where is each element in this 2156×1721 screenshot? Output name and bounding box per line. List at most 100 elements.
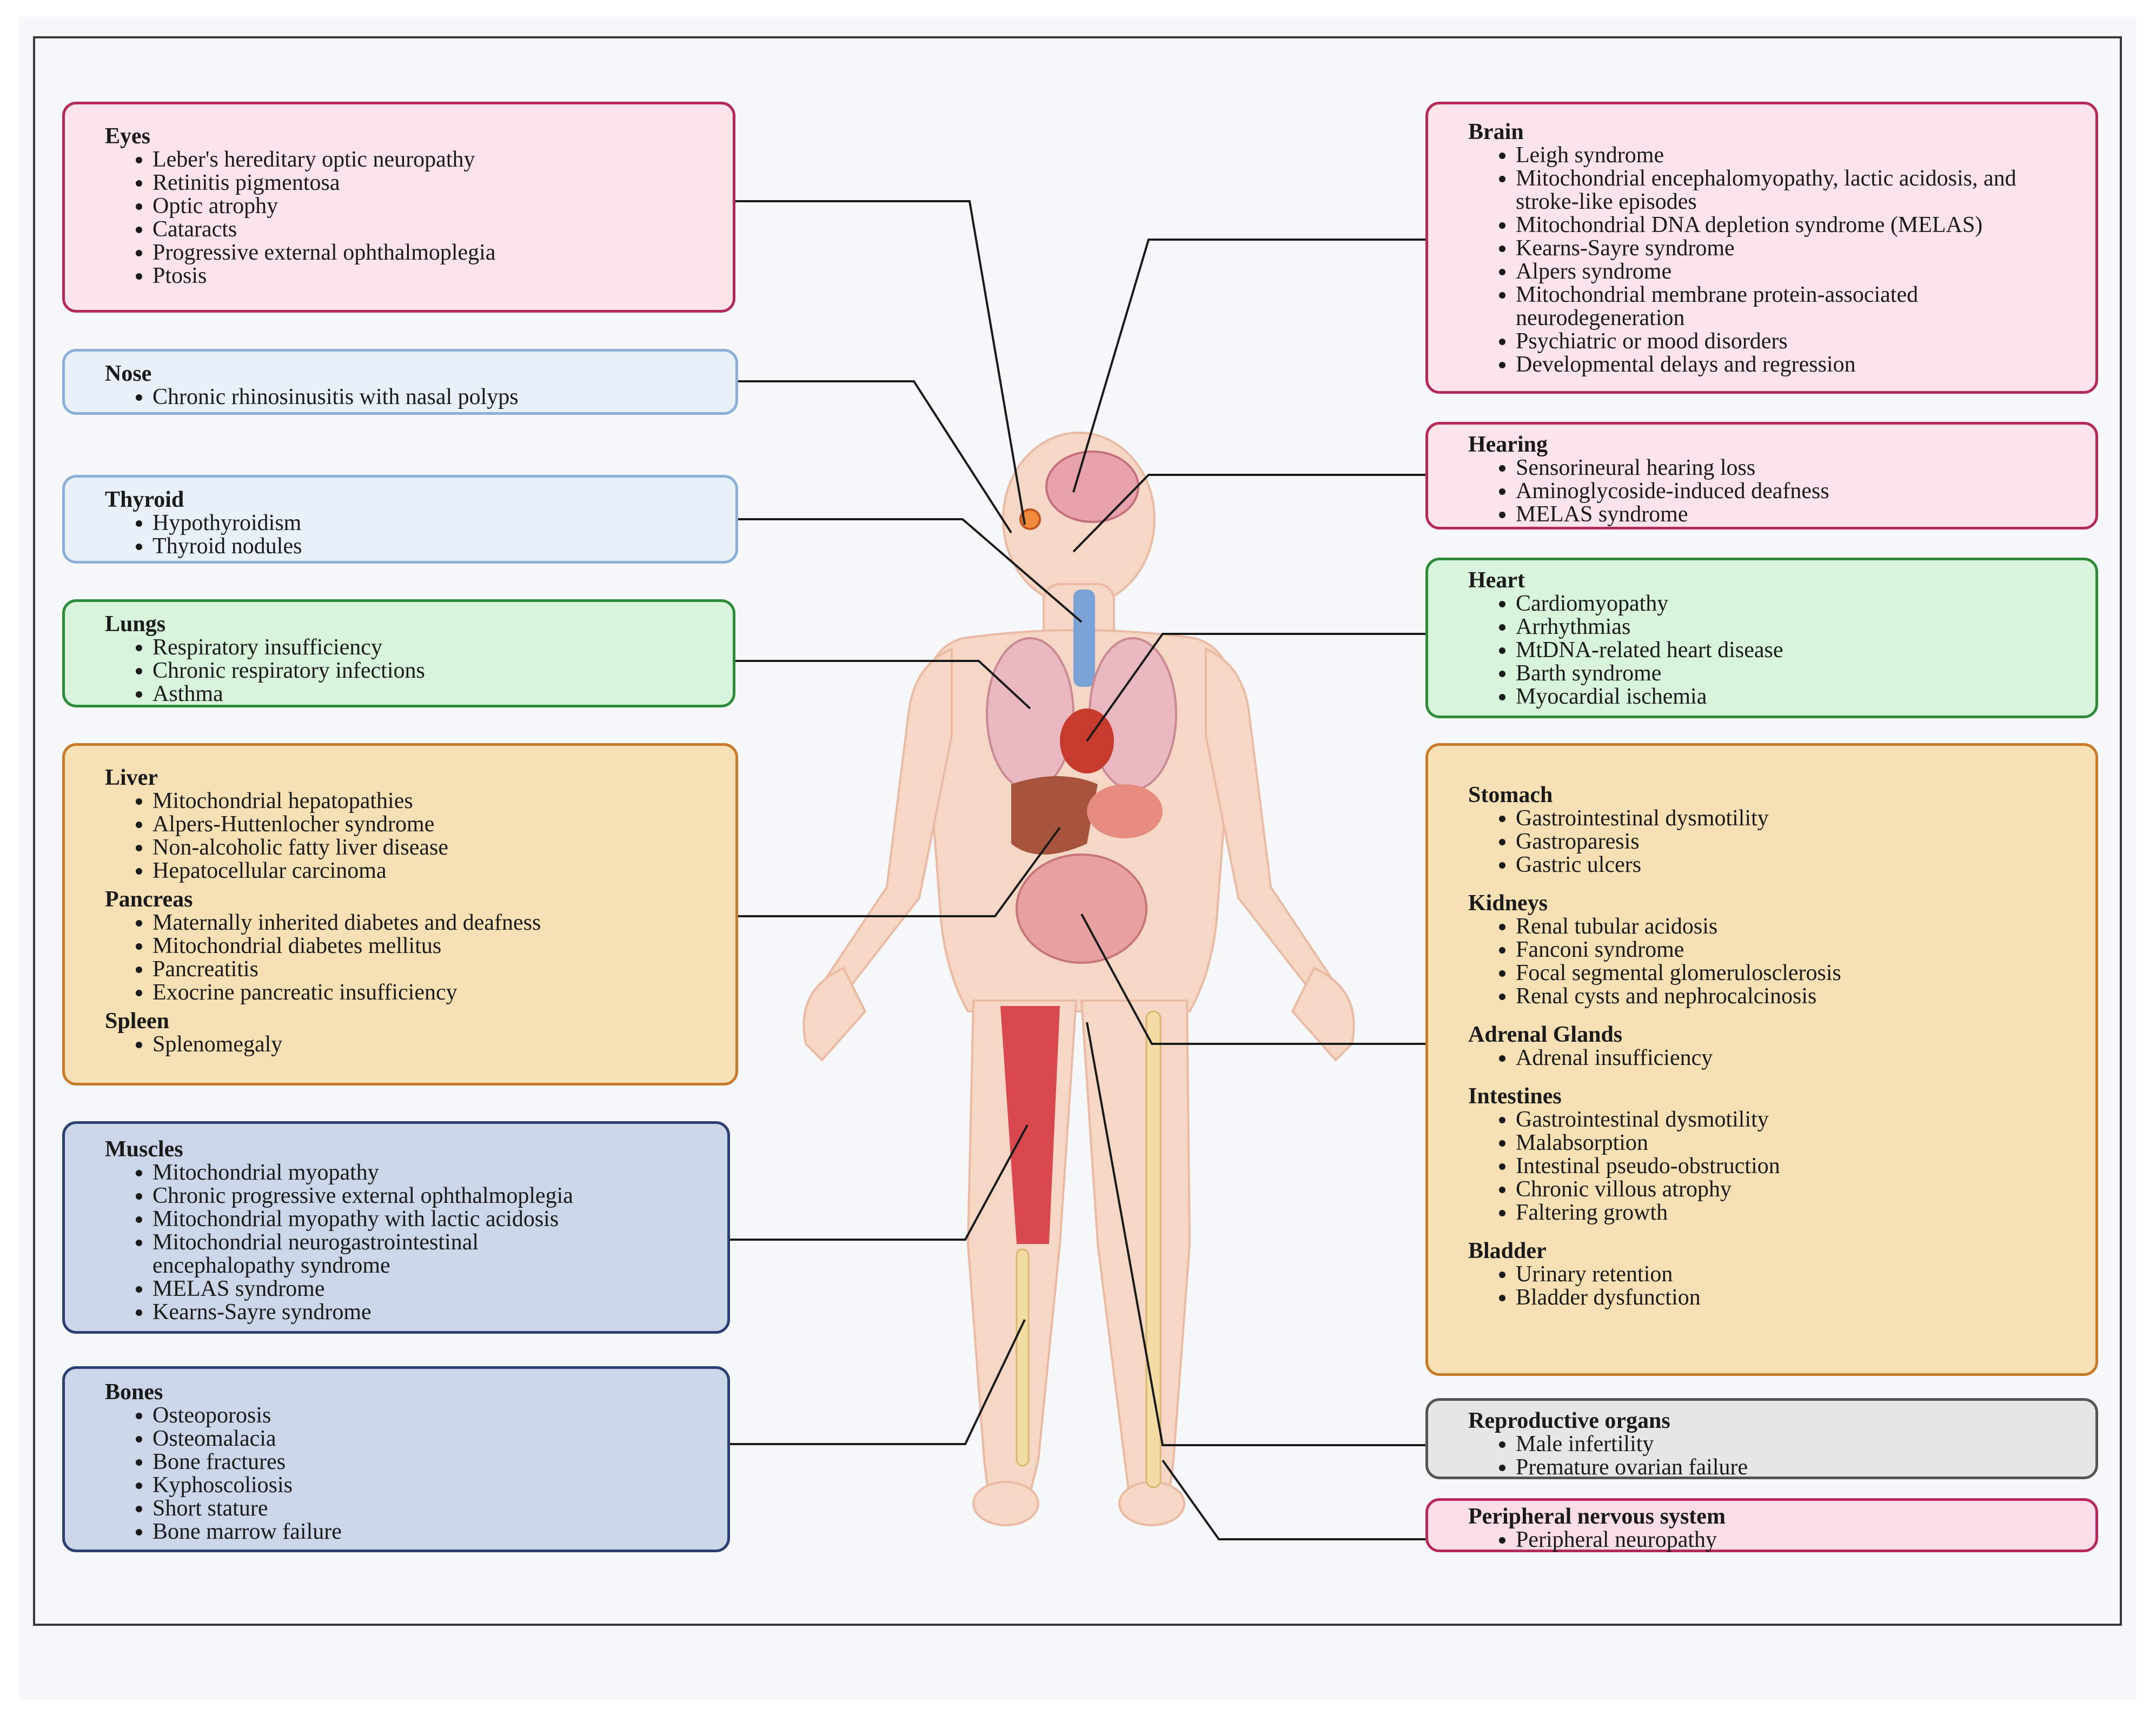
kidneys-section: Kidneys Renal tubular acidosis Fanconi s… (1468, 892, 2085, 1008)
bladder-title: Bladder (1468, 1239, 1547, 1263)
bones-item: Bone fractures (152, 1451, 717, 1474)
stomach-section: Stomach Gastrointestinal dysmotility Gas… (1468, 784, 2085, 877)
muscles-item: Mitochondrial neurogastrointestinal ence… (152, 1231, 542, 1277)
nose-section: Nose Chronic rhinosinusitis with nasal p… (105, 362, 725, 409)
bones-title: Bones (105, 1380, 163, 1405)
kidneys-item: Renal cysts and nephrocalcinosis (1516, 985, 2085, 1008)
brain-box: Brain Leigh syndrome Mitochondrial encep… (1425, 102, 2098, 394)
spleen-section: Spleen Splenomegaly (105, 1010, 725, 1056)
heart-item: Barth syndrome (1516, 662, 2085, 685)
leader-reproductive (1086, 1022, 1425, 1446)
liver-item: Hepatocellular carcinoma (152, 859, 725, 883)
eyes-item: Leber's hereditary optic neuropathy (152, 148, 722, 171)
thigh-muscle (1000, 1006, 1060, 1244)
leader-lungs (735, 660, 1031, 710)
brain-item: Mitochondrial encephalomyopathy, lactic … (1516, 167, 2057, 214)
liver-section: Liver Mitochondrial hepatopathies Alpers… (105, 766, 725, 883)
hearing-item: Aminoglycoside-induced deafness (1516, 480, 2085, 503)
kidneys-item: Focal segmental glomerulosclerosis (1516, 962, 2085, 985)
lungs-item: Respiratory insufficiency (152, 636, 722, 659)
pancreas-item: Exocrine pancreatic insufficiency (152, 981, 725, 1004)
kidneys-title: Kidneys (1468, 891, 1548, 916)
stomach-item: Gastrointestinal dysmotility (1516, 807, 2085, 830)
bladder-item: Bladder dysfunction (1516, 1286, 2085, 1309)
muscles-box: Muscles Mitochondrial myopathy Chronic p… (62, 1121, 730, 1334)
heart-section: Heart Cardiomyopathy Arrhythmias MtDNA-r… (1468, 569, 2085, 709)
pns-section: Peripheral nervous system Peripheral neu… (1468, 1505, 2085, 1552)
hearing-section: Hearing Sensorineural hearing loss Amino… (1468, 433, 2085, 526)
eyes-item: Ptosis (152, 264, 722, 288)
leader-liver (738, 826, 1061, 917)
intestines-item: Malabsorption (1516, 1131, 2085, 1155)
abdomen-box: Stomach Gastrointestinal dysmotility Gas… (1425, 743, 2098, 1376)
leader-bones (730, 1319, 1026, 1445)
liver-item: Alpers-Huttenlocher syndrome (152, 813, 725, 836)
eyes-section: Eyes Leber's hereditary optic neuropathy… (105, 125, 722, 288)
leader-abdomen (1080, 914, 1425, 1045)
brain-title: Brain (1468, 120, 1524, 144)
thyroid-box: Thyroid Hypothyroidism Thyroid nodules (62, 475, 738, 564)
heart-box: Heart Cardiomyopathy Arrhythmias MtDNA-r… (1425, 558, 2098, 718)
hearing-item: MELAS syndrome (1516, 503, 2085, 526)
hearing-box: Hearing Sensorineural hearing loss Amino… (1425, 422, 2098, 529)
trachea-organ (1073, 590, 1095, 687)
brain-item: Mitochondrial DNA depletion syndrome (ME… (1516, 214, 2085, 237)
leader-nose (738, 380, 1012, 534)
muscles-title: Muscles (105, 1137, 183, 1162)
eyes-item: Progressive external ophthalmoplegia (152, 241, 722, 264)
intestines-item: Intestinal pseudo-obstruction (1516, 1155, 2085, 1178)
shin-bone (1016, 1248, 1030, 1467)
pns-item: Peripheral neuropathy (1516, 1528, 2085, 1552)
lungs-item: Chronic respiratory infections (152, 659, 722, 683)
pancreas-item: Pancreatitis (152, 958, 725, 981)
pns-box: Peripheral nervous system Peripheral neu… (1425, 1498, 2098, 1552)
adrenal-section: Adrenal Glands Adrenal insufficiency (1468, 1023, 2085, 1070)
intestines-title: Intestines (1468, 1084, 1562, 1109)
bladder-section: Bladder Urinary retention Bladder dysfun… (1468, 1240, 2085, 1309)
stomach-item: Gastric ulcers (1516, 853, 2085, 877)
thyroid-title: Thyroid (105, 487, 184, 512)
brain-item: Psychiatric or mood disorders (1516, 330, 2085, 353)
eyes-title: Eyes (105, 124, 150, 149)
heart-item: MtDNA-related heart disease (1516, 639, 2085, 662)
spleen-title: Spleen (105, 1009, 170, 1034)
eyes-box: Eyes Leber's hereditary optic neuropathy… (62, 102, 735, 313)
pancreas-item: Maternally inherited diabetes and deafne… (152, 911, 725, 935)
liver-item: Mitochondrial hepatopathies (152, 790, 725, 813)
heart-item: Cardiomyopathy (1516, 592, 2085, 615)
muscles-section: Muscles Mitochondrial myopathy Chronic p… (105, 1138, 717, 1324)
leader-brain (1072, 239, 1425, 493)
stomach-organ (1087, 784, 1163, 838)
bones-item: Short stature (152, 1497, 717, 1520)
leader-thyroid (738, 518, 1083, 623)
heart-title: Heart (1468, 568, 1525, 593)
kidneys-item: Fanconi syndrome (1516, 938, 2085, 962)
pancreas-item: Mitochondrial diabetes mellitus (152, 935, 725, 958)
brain-item: Alpers syndrome (1516, 260, 2085, 283)
leader-hearing (1072, 474, 1425, 553)
stomach-title: Stomach (1468, 783, 1553, 807)
muscles-item: Mitochondrial myopathy with lactic acido… (152, 1208, 717, 1231)
lungs-title: Lungs (105, 612, 166, 637)
brain-item: Developmental delays and regression (1516, 353, 2085, 376)
intestines-section: Intestines Gastrointestinal dysmotility … (1468, 1085, 2085, 1224)
brain-item: Kearns-Sayre syndrome (1516, 237, 2085, 260)
bones-item: Osteoporosis (152, 1404, 717, 1427)
kidneys-item: Renal tubular acidosis (1516, 915, 2085, 938)
intestines-item: Gastrointestinal dysmotility (1516, 1108, 2085, 1131)
reproductive-box: Reproductive organs Male infertility Pre… (1425, 1398, 2098, 1479)
leader-eyes (735, 200, 1026, 525)
nose-item: Chronic rhinosinusitis with nasal polyps (152, 386, 725, 409)
eyes-item: Cataracts (152, 218, 722, 241)
leader-muscles (730, 1124, 1029, 1241)
liver-title: Liver (105, 765, 158, 790)
muscles-item: MELAS syndrome (152, 1277, 717, 1301)
hearing-item: Sensorineural hearing loss (1516, 456, 2085, 480)
brain-item: Mitochondrial membrane protein-associate… (1516, 283, 2002, 330)
bladder-item: Urinary retention (1516, 1263, 2085, 1286)
intestines-item: Faltering growth (1516, 1201, 2085, 1224)
pns-title: Peripheral nervous system (1468, 1504, 1726, 1529)
liver-organ (1011, 776, 1098, 855)
